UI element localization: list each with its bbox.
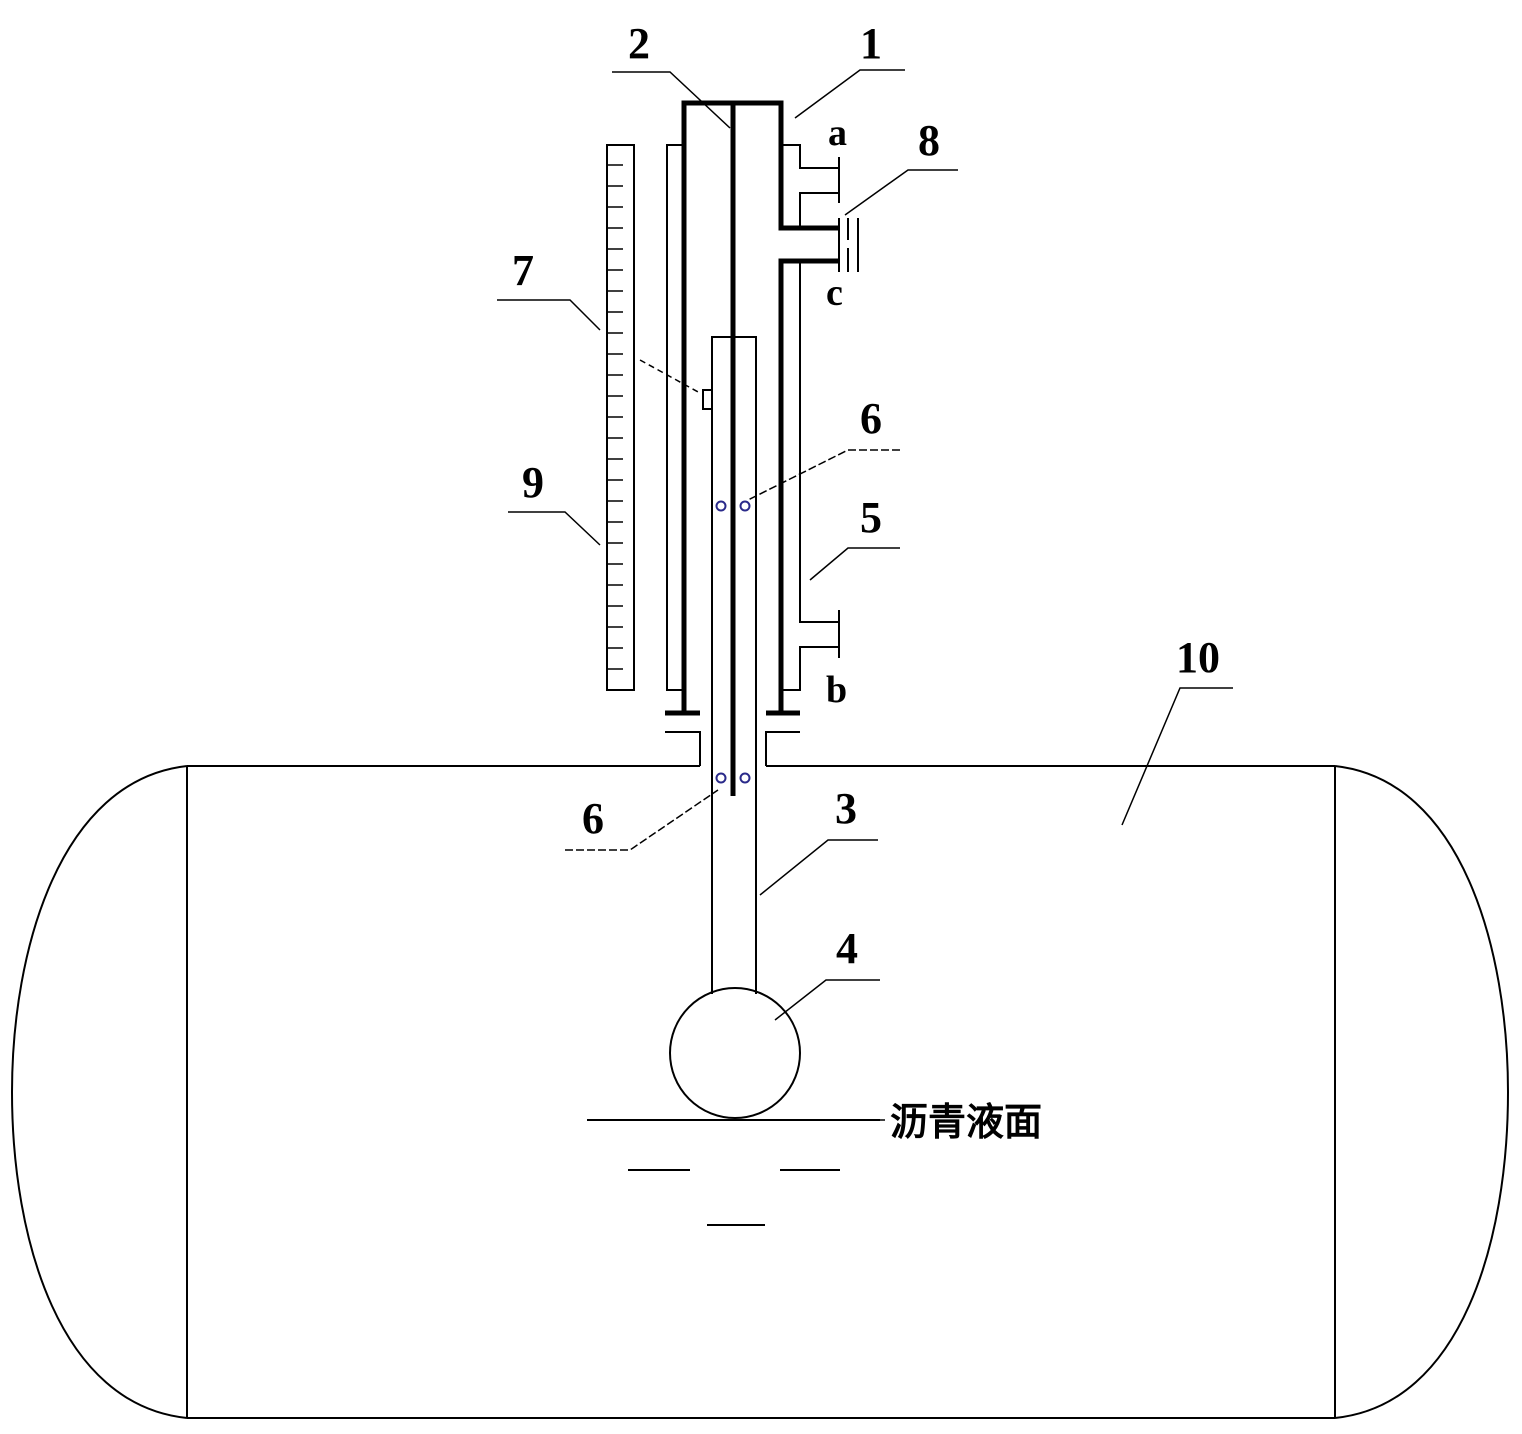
liquid-surface bbox=[587, 1120, 880, 1225]
label-9: 9 bbox=[522, 458, 544, 507]
label-10: 10 bbox=[1176, 633, 1220, 682]
port-c-label: c bbox=[826, 272, 843, 314]
indicator-pointer bbox=[703, 390, 712, 409]
label-3: 3 bbox=[835, 784, 857, 833]
label-6-upper: 6 bbox=[860, 394, 882, 443]
tank bbox=[12, 766, 1508, 1418]
port-a-label: a bbox=[828, 112, 847, 154]
valve bbox=[848, 218, 858, 272]
label-1: 1 bbox=[860, 19, 882, 68]
scale-ruler bbox=[607, 145, 634, 690]
float-ball bbox=[670, 988, 800, 1118]
label-8: 8 bbox=[918, 116, 940, 165]
label-6-lower: 6 bbox=[582, 794, 604, 843]
label-7: 7 bbox=[512, 246, 534, 295]
liquid-level-label: 沥青液面 bbox=[890, 1100, 1042, 1144]
label-4: 4 bbox=[836, 924, 858, 973]
port-b-label: b bbox=[826, 669, 847, 711]
label-5: 5 bbox=[860, 493, 882, 542]
label-2: 2 bbox=[628, 19, 650, 68]
